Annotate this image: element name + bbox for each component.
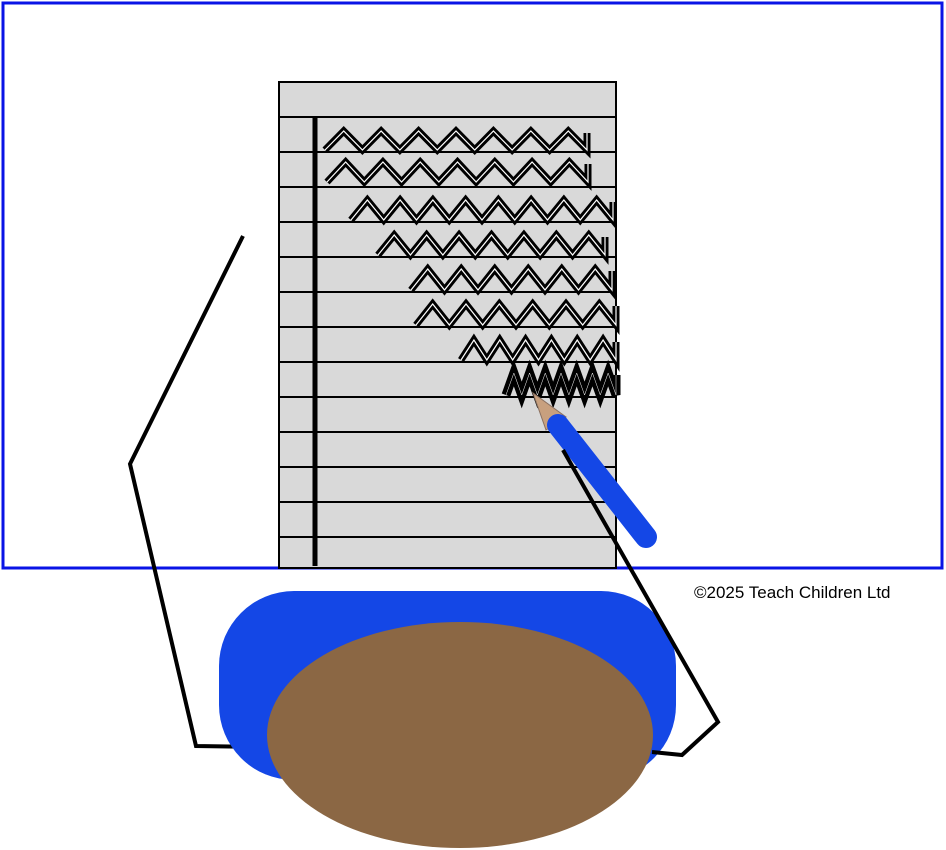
pencil-body — [547, 414, 657, 548]
paper-sheet — [278, 81, 621, 569]
right-arm-outline — [561, 449, 721, 758]
pencil — [531, 391, 657, 548]
scribble-line — [408, 263, 616, 301]
scribble-line — [348, 194, 617, 230]
left-arm-outline — [127, 235, 266, 749]
scribble-line — [501, 359, 621, 409]
ruled-lines — [279, 116, 616, 538]
scribble-line — [375, 229, 609, 265]
scribble-line — [413, 298, 620, 336]
copyright-text: ©2025 Teach Children Ltd — [694, 583, 891, 602]
handwriting-scribbles — [322, 126, 621, 409]
scribble-line — [458, 333, 620, 372]
scribble-line — [324, 156, 592, 191]
head — [267, 622, 653, 848]
scribble-line — [322, 126, 591, 159]
